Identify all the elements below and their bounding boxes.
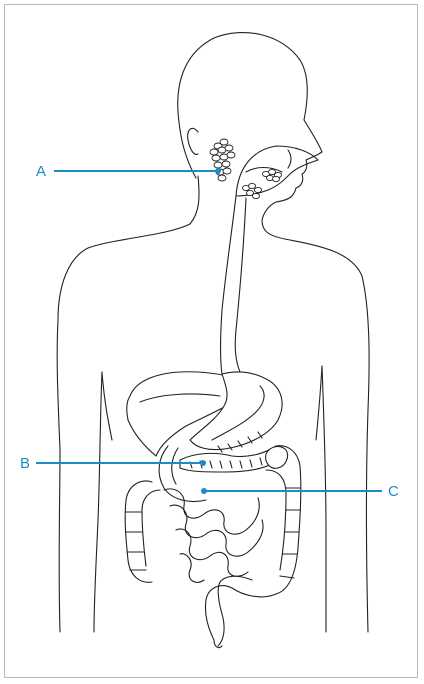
label-a-dot [215,168,221,174]
label-b-group: B [20,455,206,472]
label-c-group: C [201,483,399,500]
label-c-dot [201,488,207,494]
large-intestine [125,446,301,648]
label-a: A [36,163,46,180]
esophagus [221,196,247,374]
body-outline [57,33,369,632]
small-intestine [164,489,263,582]
label-b: B [20,455,30,472]
label-a-group: A [36,163,221,180]
salivary-glands [210,139,282,199]
label-c: C [388,483,399,500]
label-b-dot [200,460,206,466]
